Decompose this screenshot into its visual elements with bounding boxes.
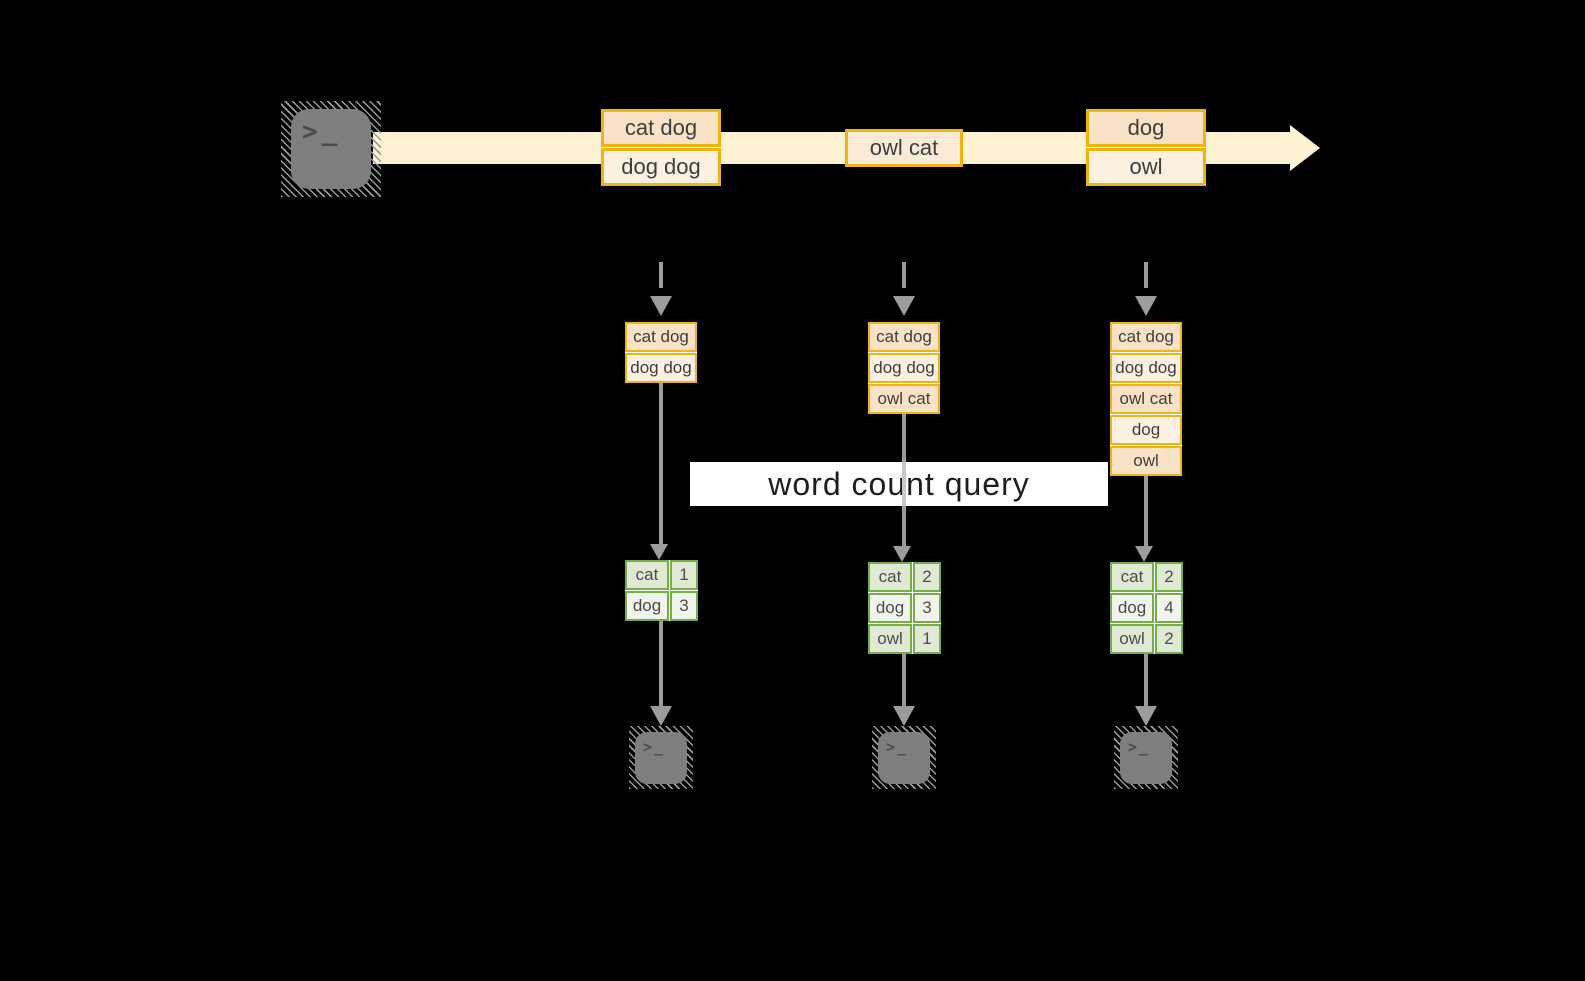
buffer-row: owl cat bbox=[1110, 384, 1182, 414]
terminal-screen: >_ bbox=[635, 731, 687, 784]
word-cell: cat bbox=[1110, 562, 1154, 592]
count-cell: 2 bbox=[1155, 562, 1183, 592]
buffer-row: dog dog bbox=[868, 353, 940, 383]
stream-event-3: dog owl bbox=[1086, 109, 1206, 186]
table-row: dog 4 bbox=[1110, 593, 1183, 623]
table-row: owl 1 bbox=[868, 624, 941, 654]
stream-event-row: dog dog bbox=[601, 148, 721, 186]
word-cell: dog bbox=[625, 591, 669, 621]
query-label-band: word count query bbox=[690, 462, 1108, 506]
dashed-arrow-line bbox=[1144, 262, 1148, 288]
dashed-arrow-head bbox=[893, 296, 915, 316]
count-table-3: cat 2 dog 4 owl 2 bbox=[1110, 562, 1183, 654]
word-cell: dog bbox=[1110, 593, 1154, 623]
terminal-icon: >_ bbox=[629, 726, 693, 789]
event-buffer-3: cat dog dog dog owl cat dog owl bbox=[1110, 322, 1182, 476]
count-cell: 1 bbox=[913, 624, 941, 654]
terminal-screen: >_ bbox=[878, 731, 930, 784]
terminal-prompt: >_ bbox=[886, 737, 909, 756]
terminal-prompt: >_ bbox=[1128, 737, 1151, 756]
output-arrow-head bbox=[650, 706, 672, 726]
buffer-row: dog bbox=[1110, 415, 1182, 445]
terminal-screen: >_ bbox=[291, 109, 371, 189]
output-arrow-line bbox=[659, 621, 663, 706]
table-row: cat 2 bbox=[868, 562, 941, 592]
query-arrow-line bbox=[659, 383, 663, 544]
dashed-arrow-line bbox=[659, 262, 663, 288]
buffer-row: cat dog bbox=[1110, 322, 1182, 352]
table-row: owl 2 bbox=[1110, 624, 1183, 654]
word-cell: owl bbox=[1110, 624, 1154, 654]
query-arrow-head bbox=[1135, 546, 1153, 562]
table-row: dog 3 bbox=[868, 593, 941, 623]
buffer-row: dog dog bbox=[625, 353, 697, 383]
query-arrow-head bbox=[650, 544, 668, 560]
output-arrow-head bbox=[1135, 706, 1157, 726]
table-row: cat 1 bbox=[625, 560, 698, 590]
query-arrow-head bbox=[893, 546, 911, 562]
event-buffer-1: cat dog dog dog bbox=[625, 322, 697, 383]
output-arrow-line bbox=[902, 654, 906, 706]
stream-event-2: owl cat bbox=[845, 129, 963, 167]
buffer-row: owl cat bbox=[868, 384, 940, 414]
stream-event-row: owl bbox=[1086, 148, 1206, 186]
terminal-screen: >_ bbox=[1120, 731, 1172, 784]
terminal-icon: >_ bbox=[872, 726, 936, 789]
count-cell: 2 bbox=[913, 562, 941, 592]
terminal-icon: >_ bbox=[281, 101, 381, 197]
count-cell: 2 bbox=[1155, 624, 1183, 654]
word-cell: cat bbox=[868, 562, 912, 592]
query-label: word count query bbox=[768, 465, 1030, 502]
output-arrow-line bbox=[1144, 654, 1148, 706]
dashed-arrow-head bbox=[1135, 296, 1157, 316]
table-row: dog 3 bbox=[625, 591, 698, 621]
output-arrow-head bbox=[893, 706, 915, 726]
query-arrow-line bbox=[1144, 476, 1148, 546]
arrow-through-band bbox=[902, 462, 906, 506]
dashed-arrow-line bbox=[902, 262, 906, 288]
table-row: cat 2 bbox=[1110, 562, 1183, 592]
stream-arrowhead bbox=[1290, 125, 1320, 171]
count-cell: 4 bbox=[1155, 593, 1183, 623]
count-cell: 3 bbox=[913, 593, 941, 623]
event-buffer-2: cat dog dog dog owl cat bbox=[868, 322, 940, 414]
stream-event-1: cat dog dog dog bbox=[601, 109, 721, 186]
dashed-arrow-head bbox=[650, 296, 672, 316]
count-cell: 1 bbox=[670, 560, 698, 590]
buffer-row: dog dog bbox=[1110, 353, 1182, 383]
stream-event-row: cat dog bbox=[601, 109, 721, 147]
word-cell: dog bbox=[868, 593, 912, 623]
terminal-prompt: >_ bbox=[302, 117, 342, 147]
stream-event-row: owl cat bbox=[845, 129, 963, 167]
word-cell: owl bbox=[868, 624, 912, 654]
count-cell: 3 bbox=[670, 591, 698, 621]
buffer-row: owl bbox=[1110, 446, 1182, 476]
stream-event-row: dog bbox=[1086, 109, 1206, 147]
terminal-icon: >_ bbox=[1114, 726, 1178, 789]
buffer-row: cat dog bbox=[868, 322, 940, 352]
count-table-1: cat 1 dog 3 bbox=[625, 560, 698, 621]
buffer-row: cat dog bbox=[625, 322, 697, 352]
terminal-prompt: >_ bbox=[643, 737, 666, 756]
count-table-2: cat 2 dog 3 owl 1 bbox=[868, 562, 941, 654]
word-cell: cat bbox=[625, 560, 669, 590]
